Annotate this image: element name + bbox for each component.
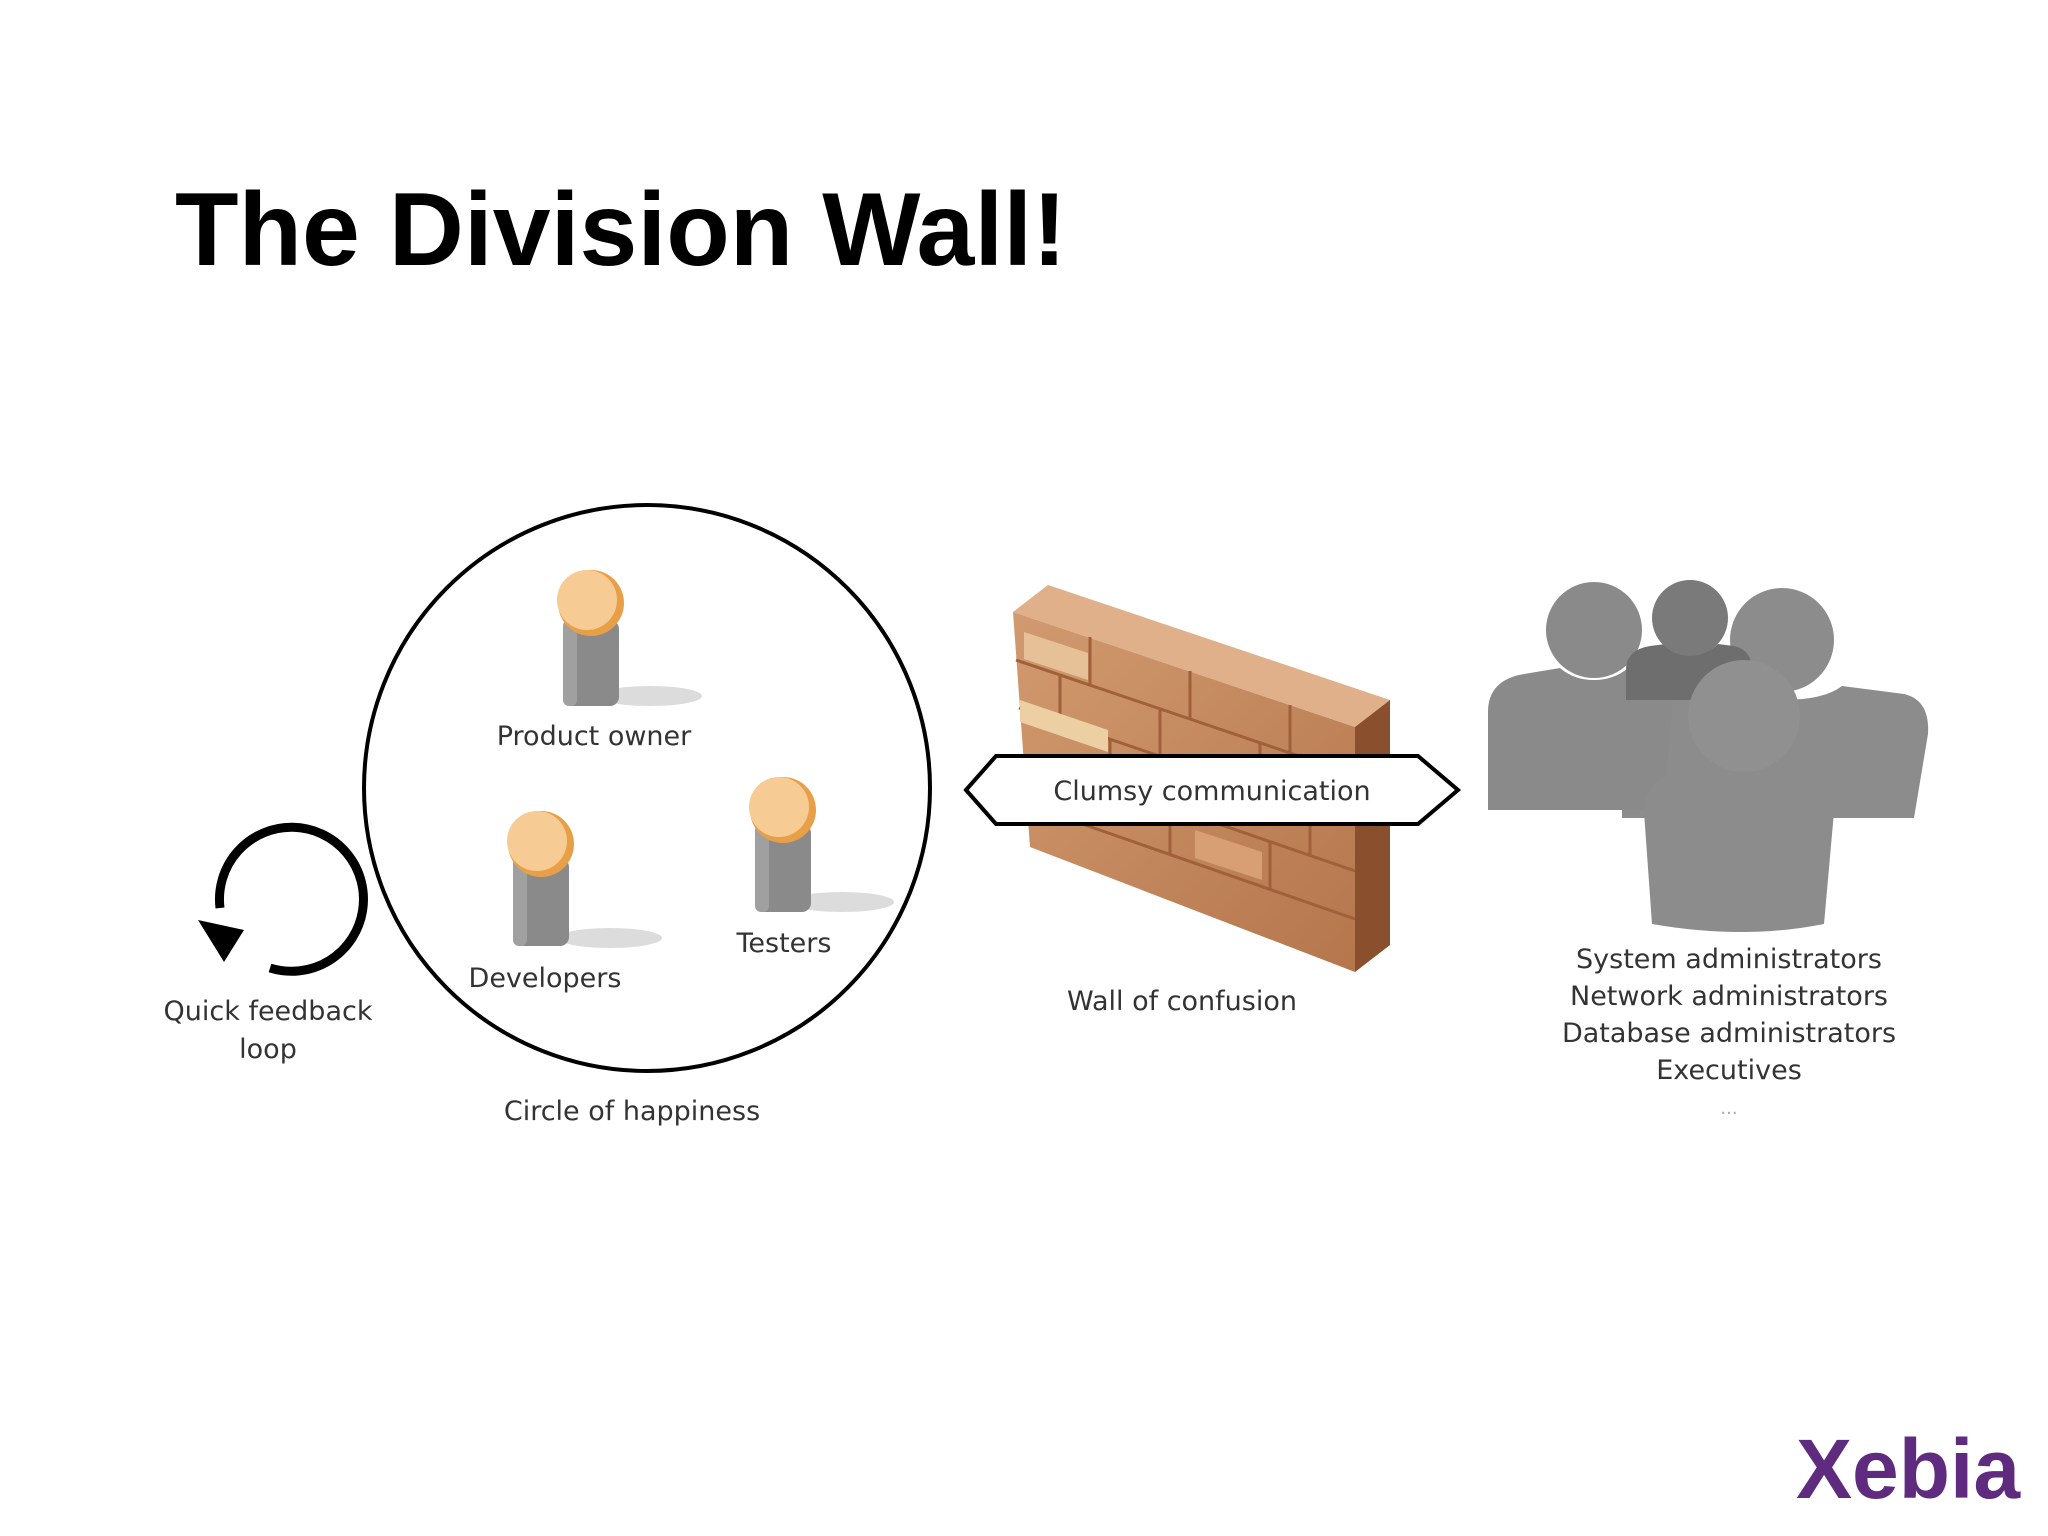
ops-role-more: ... — [1720, 1098, 1737, 1119]
product-owner-icon — [557, 570, 702, 706]
slide-title: The Division Wall! — [175, 172, 1067, 288]
ops-role-executives: Executives — [1656, 1055, 1802, 1086]
xebia-logo: Xebia — [1796, 1422, 2021, 1516]
developer-icon — [507, 811, 662, 948]
clumsy-communication-label: Clumsy communication — [1053, 776, 1370, 807]
circle-of-happiness-label: Circle of happiness — [504, 1096, 760, 1127]
wall-of-confusion-label: Wall of confusion — [1067, 986, 1297, 1017]
product-owner-label: Product owner — [497, 721, 692, 752]
tester-icon — [749, 777, 894, 912]
feedback-loop-label-1: Quick feedback — [164, 996, 373, 1027]
feedback-loop-label-2: loop — [239, 1034, 297, 1065]
testers-label: Testers — [736, 928, 832, 959]
circle-of-happiness — [362, 503, 932, 1073]
developers-label: Developers — [469, 963, 622, 994]
ops-role-database-admins: Database administrators — [1562, 1018, 1896, 1049]
double-arrow-icon — [963, 754, 1462, 826]
people-group-icon — [1488, 580, 1929, 932]
ops-role-network-admins: Network administrators — [1570, 981, 1888, 1012]
ops-role-system-admins: System administrators — [1576, 944, 1882, 975]
xebia-logo-text: Xebia — [1796, 1422, 2021, 1516]
circular-arrow-icon — [198, 822, 368, 976]
